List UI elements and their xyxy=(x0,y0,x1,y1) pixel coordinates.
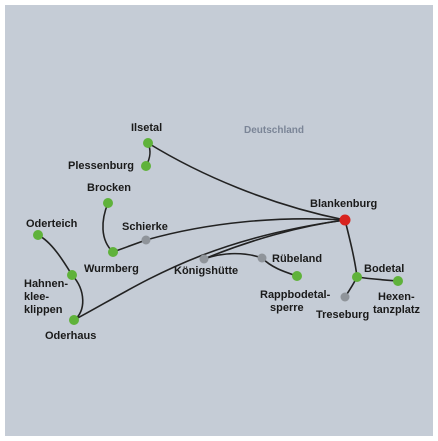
label-hahnenkleeklippen-3: klippen xyxy=(24,304,63,316)
station-bodetal[interactable] xyxy=(352,272,362,282)
label-oderteich: Oderteich xyxy=(26,218,78,230)
station-oderteich[interactable] xyxy=(33,230,43,240)
station-hexentanzplatz[interactable] xyxy=(393,276,403,286)
label-koenigshuette: Königshütte xyxy=(174,265,238,277)
station-hahnenkleeklippen[interactable] xyxy=(67,270,77,280)
station-oderhaus[interactable] xyxy=(69,315,79,325)
route-hahnenkleeklippen-oderhaus xyxy=(71,274,84,321)
waypoint-koenigshuette[interactable] xyxy=(199,254,209,264)
map-background xyxy=(5,5,433,436)
route-bodetal-hexentanzplatz xyxy=(356,276,399,282)
label-rappbodetalsperre-1: Rappbodetal- xyxy=(260,289,331,301)
route-koenigshuette-blankenburg xyxy=(203,219,346,260)
station-wurmberg[interactable] xyxy=(108,247,118,257)
label-brocken: Brocken xyxy=(87,182,131,194)
label-ruebeland: Rübeland xyxy=(272,253,322,265)
label-blankenburg: Blankenburg xyxy=(310,198,377,210)
route-wurmberg-schierke xyxy=(112,239,147,253)
label-hahnenkleeklippen-2: klee- xyxy=(24,291,49,303)
route-blankenburg-bodetal xyxy=(344,219,358,278)
station-plessenburg[interactable] xyxy=(141,161,151,171)
station-ilsetal[interactable] xyxy=(143,138,153,148)
route-oderteich-hahnenkleeklippen xyxy=(37,234,73,276)
label-hexentanzplatz-2: tanzplatz xyxy=(373,304,421,316)
route-schierke-blankenburg xyxy=(145,218,346,241)
label-rappbodetalsperre-2: sperre xyxy=(270,302,304,314)
hub-blankenburg[interactable] xyxy=(339,214,351,226)
label-hahnenkleeklippen-1: Hahnen- xyxy=(24,278,68,290)
waypoint-schierke[interactable] xyxy=(141,235,151,245)
route-ruebeland-koenigshuette xyxy=(203,252,263,260)
label-wurmberg: Wurmberg xyxy=(84,263,139,275)
label-ilsetal: Ilsetal xyxy=(131,122,162,134)
route-brocken-wurmberg xyxy=(102,202,114,253)
label-bodetal: Bodetal xyxy=(364,263,404,275)
label-schierke: Schierke xyxy=(122,221,168,233)
station-brocken[interactable] xyxy=(103,198,113,208)
label-hexentanzplatz-1: Hexen- xyxy=(378,291,415,303)
waypoint-treseburg[interactable] xyxy=(340,292,350,302)
station-rappbodetalsperre[interactable] xyxy=(292,271,302,281)
country-label: Deutschland xyxy=(244,125,304,136)
label-oderhaus: Oderhaus xyxy=(45,330,96,342)
label-plessenburg: Plessenburg xyxy=(68,160,134,172)
waypoint-ruebeland[interactable] xyxy=(257,253,267,263)
label-treseburg: Treseburg xyxy=(316,309,369,321)
route-ilsetal-blankenburg xyxy=(147,142,346,221)
